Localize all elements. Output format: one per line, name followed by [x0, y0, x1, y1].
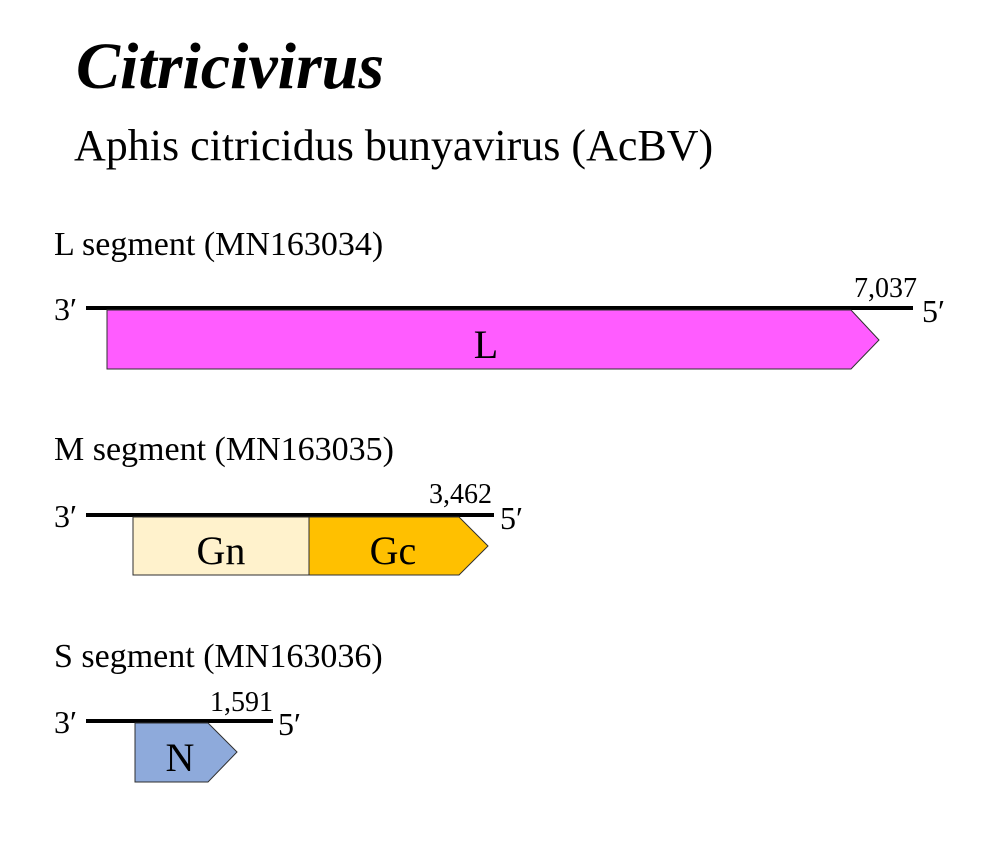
m-segment-label: M segment (MN163035)	[54, 431, 394, 468]
l-segment-3prime-end: 3′	[54, 291, 77, 327]
l-segment-length: 7,037	[854, 273, 917, 304]
s-segment: S segment (MN163036) 3′ 1,591 5′ N	[54, 638, 383, 783]
gn-gene-label: Gn	[197, 528, 246, 573]
m-segment-3prime-end: 3′	[54, 498, 77, 534]
m-segment: M segment (MN163035) 3′ 3,462 5′ Gn Gc	[54, 431, 523, 576]
l-segment-5prime-end: 5′	[922, 293, 945, 329]
l-gene-label: L	[474, 322, 498, 367]
n-gene-label: N	[166, 735, 195, 780]
l-segment: L segment (MN163034) 3′ 7,037 5′ L	[54, 226, 945, 370]
gc-gene-arrow	[308, 516, 489, 576]
virus-name: Aphis citricidus bunyavirus (AcBV)	[74, 121, 714, 170]
n-gene-arrow	[134, 722, 238, 783]
s-segment-3prime-end: 3′	[54, 704, 77, 740]
gc-gene-label: Gc	[370, 528, 417, 573]
gn-gene-box	[132, 516, 310, 576]
m-segment-length: 3,462	[429, 479, 492, 510]
l-gene-arrow	[106, 309, 880, 370]
l-segment-label: L segment (MN163034)	[54, 226, 383, 263]
s-segment-label: S segment (MN163036)	[54, 638, 383, 675]
s-segment-length: 1,591	[210, 687, 273, 718]
m-segment-5prime-end: 5′	[500, 500, 523, 536]
genus-title: Citricivirus	[76, 30, 385, 103]
s-segment-5prime-end: 5′	[278, 706, 301, 742]
